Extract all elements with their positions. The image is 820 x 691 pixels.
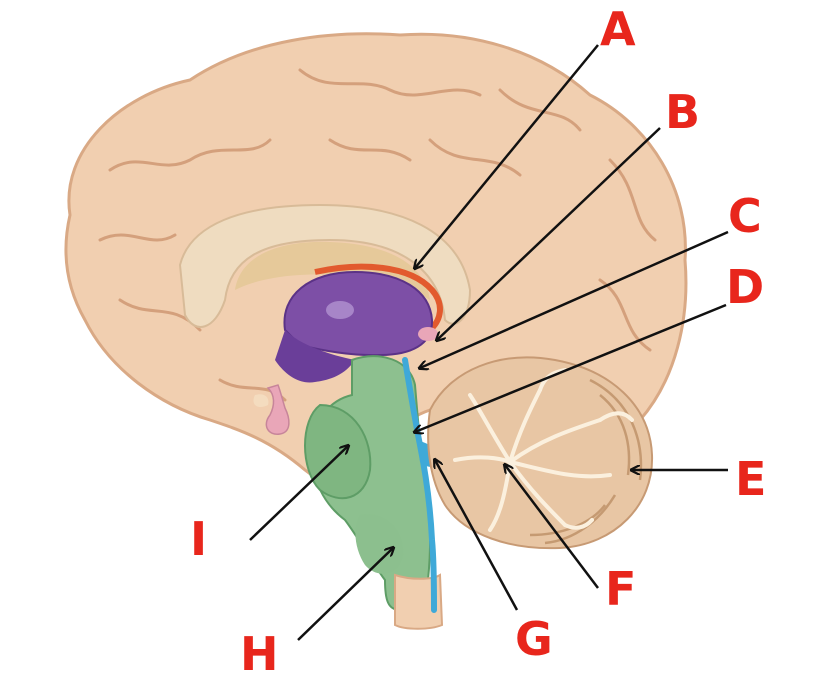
- label-f: F: [605, 562, 636, 616]
- label-g: G: [515, 612, 553, 666]
- arrow-c: [420, 230, 729, 368]
- arrow-f: [505, 465, 599, 589]
- hypothalamus: [275, 330, 355, 383]
- choroid-plexus: [314, 263, 443, 331]
- thalamus: [283, 270, 434, 357]
- arrow-h: [297, 548, 393, 641]
- arrow-a: [415, 44, 599, 268]
- optic-chiasm: [253, 394, 269, 407]
- label-d: D: [726, 260, 764, 314]
- cerebral-aqueduct: [402, 357, 437, 613]
- arrow-i: [249, 446, 348, 541]
- label-a: A: [600, 2, 636, 56]
- label-h: H: [240, 627, 279, 681]
- interthalamic-adhesion: [326, 301, 354, 319]
- pituitary-gland: [265, 384, 290, 435]
- label-i: I: [190, 512, 207, 566]
- arrow-g: [435, 460, 519, 611]
- pineal-gland: [418, 327, 438, 341]
- corpus-callosum: [178, 203, 472, 328]
- label-c: C: [728, 189, 762, 243]
- pons-bulge: [304, 403, 372, 500]
- letter-labels: A B C D E F G H I: [190, 2, 766, 681]
- arrow-d: [415, 303, 727, 432]
- pointer-arrows: [249, 44, 729, 641]
- cerebellum: [427, 356, 654, 550]
- spinal-cord: [394, 573, 444, 630]
- label-e: E: [735, 452, 766, 506]
- label-b: B: [665, 85, 700, 139]
- medulla-bulge: [355, 514, 404, 574]
- arrow-b: [437, 127, 661, 340]
